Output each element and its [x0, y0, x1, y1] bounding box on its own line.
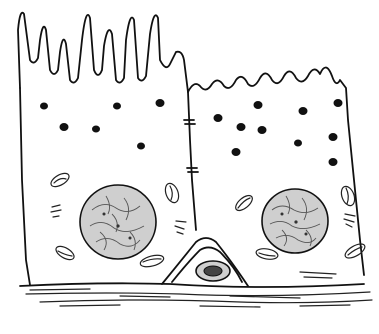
mitochondrion: [255, 247, 278, 261]
granule: [258, 127, 266, 134]
granule: [334, 100, 342, 107]
filament-marks: [51, 205, 61, 217]
basement-membrane: [20, 283, 372, 307]
mitochondrion: [343, 241, 367, 261]
mitochondrion: [54, 244, 76, 263]
granule: [329, 134, 337, 141]
mitochondrion: [139, 253, 165, 269]
left-cell-outline: [18, 13, 188, 92]
filament-marks: [175, 221, 186, 234]
left-nucleus: [80, 185, 156, 259]
granule: [295, 140, 302, 146]
mitochondrion: [233, 193, 255, 214]
basal-cell: [162, 238, 248, 286]
left-cell-left-wall: [20, 88, 30, 285]
granule: [237, 124, 245, 131]
granule: [214, 115, 222, 122]
granule: [114, 103, 121, 109]
granule: [299, 108, 307, 115]
granule: [60, 124, 68, 131]
shared-lateral-wall: [188, 92, 196, 230]
cell-junction: [187, 168, 198, 172]
mitochondrion: [49, 171, 71, 190]
basal-nucleolus: [204, 266, 222, 276]
right-columnar-cell: [184, 67, 367, 278]
left-columnar-cell: [18, 13, 196, 285]
granule: [329, 159, 337, 166]
granule: [41, 103, 48, 109]
filament-marks: [300, 272, 336, 278]
granule: [93, 126, 100, 132]
granule: [138, 143, 145, 149]
filament-marks: [344, 214, 355, 227]
granule: [156, 100, 164, 107]
granule: [254, 102, 262, 109]
granule: [232, 149, 240, 156]
right-nucleus: [262, 189, 328, 253]
